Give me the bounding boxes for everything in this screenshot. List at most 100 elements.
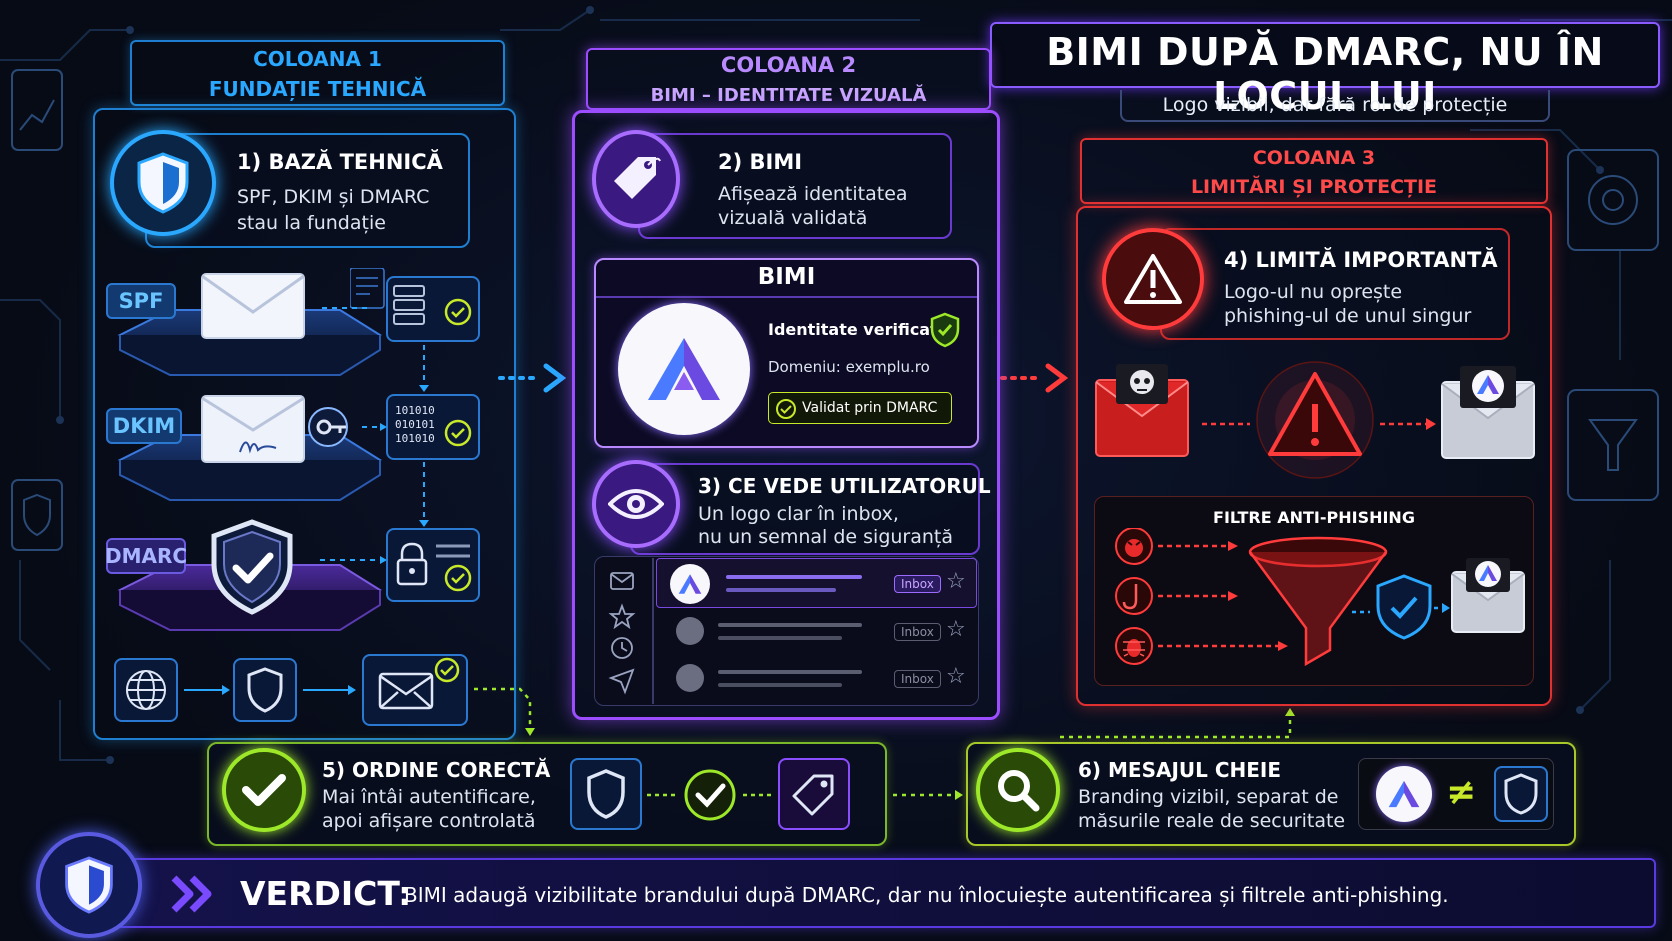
star-icon[interactable]: ☆ — [946, 569, 966, 594]
order-tag-box — [778, 758, 850, 830]
validated-badge — [768, 392, 952, 424]
branded-envelope-icon — [1451, 558, 1525, 633]
inbox-row-line — [718, 636, 842, 640]
brand-logo — [618, 303, 750, 435]
card-order-title: 5) ORDINE CORECTĂ — [322, 758, 551, 782]
avatar — [676, 617, 704, 645]
verified-identity-label: Identitate verificată — [768, 320, 949, 339]
globe-box — [114, 658, 178, 722]
verdict-label: VERDICT: — [240, 874, 412, 913]
shield-icon — [1504, 773, 1538, 815]
col1-name: FUNDAȚIE TEHNICĂ — [208, 77, 427, 101]
spf-chip: SPF — [106, 283, 176, 319]
col3-header-frame — [1080, 138, 1548, 204]
shield-icon — [110, 130, 216, 236]
eye-icon — [592, 460, 680, 548]
inbox-badge: Inbox — [894, 623, 941, 641]
order-check-connector — [647, 769, 773, 821]
card-limit-line2: phishing-ul de unul singur — [1224, 305, 1472, 327]
lock-icon — [396, 542, 470, 586]
card-key-line2: măsurile reale de securitate — [1078, 810, 1346, 832]
send-icon — [608, 668, 635, 695]
dmarc-chip: DMARC — [105, 538, 187, 574]
subtitle-frame — [1120, 90, 1550, 122]
inbox-row-line — [718, 683, 842, 687]
inbox-row-line — [718, 670, 862, 674]
inbox-row-line — [726, 588, 836, 592]
globe-icon — [126, 670, 166, 710]
page-subtitle: Logo vizibil, dar fără rol de protecție — [1162, 94, 1508, 116]
envelope-icon — [201, 273, 305, 339]
check-icon — [776, 399, 796, 419]
inbox-sidebar-icons — [608, 572, 636, 695]
tag-icon — [792, 774, 834, 816]
brand-logo-small — [670, 564, 710, 604]
col2-panel — [572, 110, 1000, 720]
check-icon — [444, 298, 472, 326]
validated-label: Validat prin DMARC — [802, 400, 938, 416]
inbox-row-line — [726, 575, 862, 579]
binary-code: 101010 010101 101010 — [395, 404, 435, 446]
card-limit-title: 4) LIMITĂ IMPORTANTĂ — [1224, 248, 1498, 272]
filter-title: FILTRE ANTI-PHISHING — [1213, 508, 1415, 527]
inbox-badge: Inbox — [894, 575, 941, 593]
inbox-badge: Inbox — [894, 670, 941, 688]
star-icon[interactable]: ☆ — [946, 664, 966, 689]
warning-icon — [1102, 228, 1204, 330]
card-bimi-title: 2) BIMI — [718, 150, 803, 174]
dmarc-record-box — [386, 528, 480, 602]
inbox-row-line — [718, 623, 862, 627]
col1-header: COLOANA 1 FUNDAȚIE TEHNICĂ — [130, 44, 505, 104]
binary-line-3: 101010 — [395, 432, 435, 445]
angry-face-icon — [1115, 528, 1153, 565]
brand-logo-small — [1376, 766, 1432, 822]
shield-icon — [587, 769, 625, 819]
card-bimi — [638, 133, 952, 239]
title-frame — [990, 22, 1660, 88]
not-equal-sign: ≠ — [1446, 772, 1477, 813]
card-base-line1: SPF, DKIM și DMARC — [237, 186, 430, 208]
clock-icon — [611, 637, 633, 659]
card-limit — [1160, 228, 1510, 340]
filter-diagram — [1115, 528, 1525, 667]
shield-icon — [1376, 574, 1432, 640]
col1-panel — [93, 108, 516, 740]
branded-envelope-icon — [1441, 366, 1535, 459]
bug-icon — [1115, 627, 1153, 665]
card-order — [207, 742, 887, 846]
key-icon — [308, 407, 348, 447]
check-icon — [222, 748, 306, 832]
server-icon — [350, 268, 425, 325]
domain-label: Domeniu: exemplu.ro — [768, 358, 930, 376]
col2-header: COLOANA 2 BIMI – IDENTITATE VIZUALĂ — [586, 50, 991, 109]
phishing-envelope-icon — [1095, 364, 1189, 457]
card-order-line2: apoi afișare controlată — [322, 810, 536, 832]
envelope-icon — [378, 672, 434, 710]
binary-line-1: 101010 — [395, 404, 435, 417]
card-bimi-line1: Afișează identitatea — [718, 183, 908, 205]
card-user-line2: nu un semnal de siguranță — [698, 526, 954, 548]
card-user-line1: Un logo clar în inbox, — [698, 503, 899, 525]
col3-header: COLOANA 3 LIMITĂRI ȘI PROTECȚIE — [1080, 144, 1548, 201]
phishing-flow — [1095, 361, 1535, 479]
col2-header-frame — [586, 48, 991, 110]
verified-shield-icon — [930, 312, 960, 348]
verdict-text: BIMI adaugă vizibilitate brandului după … — [404, 883, 1449, 907]
col3-name: LIMITĂRI ȘI PROTECȚIE — [1190, 175, 1438, 198]
bimi-panel-divider — [596, 296, 977, 298]
double-chevron-icon — [171, 875, 212, 913]
check-icon — [434, 657, 460, 683]
col2-name: BIMI – IDENTITATE VIZUALĂ — [650, 84, 927, 106]
card-key-title: 6) MESAJUL CHEIE — [1078, 758, 1282, 782]
tag-icon — [592, 130, 680, 228]
check-icon — [444, 564, 472, 592]
col3-label: COLOANA 3 — [1252, 147, 1376, 169]
card-order-line1: Mai întâi autentificare, — [322, 786, 536, 808]
star-icon[interactable]: ☆ — [946, 617, 966, 642]
card-key-line1: Branding vizibil, separat de — [1078, 786, 1339, 808]
dkim-chip: DKIM — [106, 408, 182, 444]
envelope-icon — [610, 572, 634, 590]
page-title: BIMI DUPĂ DMARC, NU ÎN LOCUL LUI — [1046, 30, 1604, 118]
